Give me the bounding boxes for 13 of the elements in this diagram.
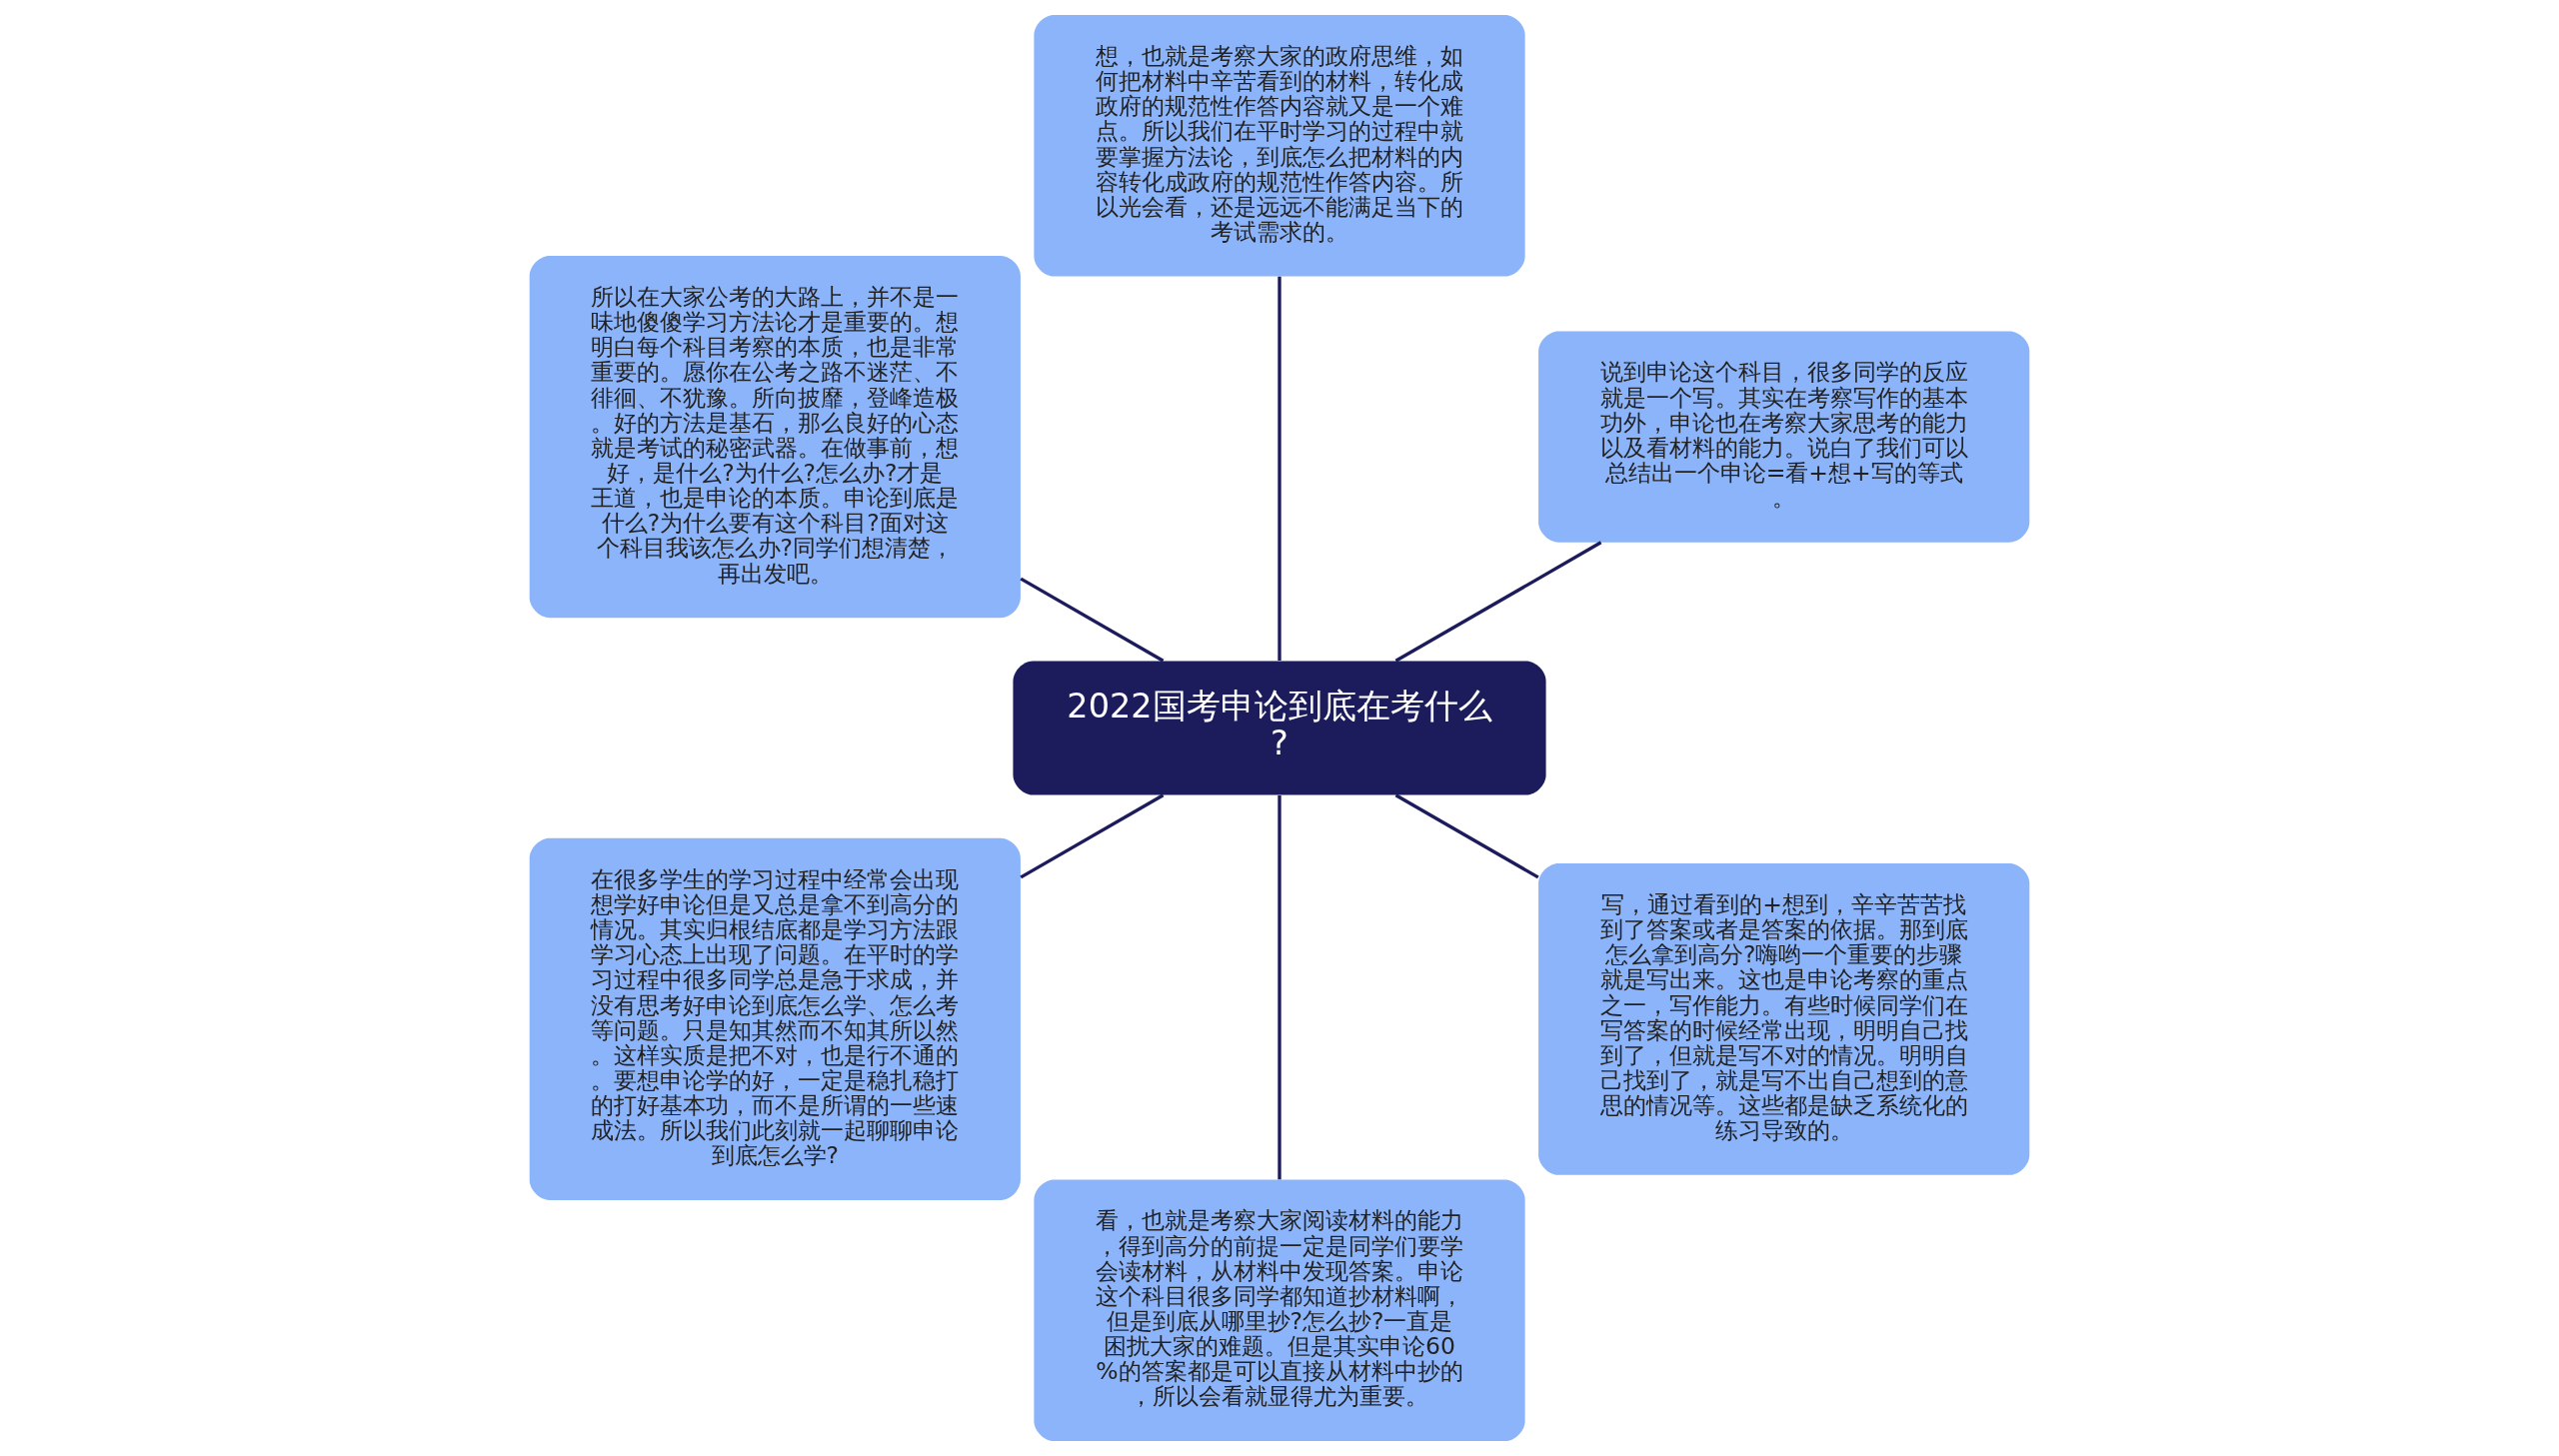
connector bbox=[1278, 276, 1281, 662]
node-box: 2022国考申论到底在考什么? bbox=[1013, 661, 1546, 795]
connector bbox=[1394, 541, 1602, 663]
node-box: 在很多学生的学习过程中经常会出现想学好申论但是又总是拿不到高分的情况。其实归根结底都是学习方法跟学习心态上出现了问题。在平时的学习过程中很多同学总是急于求成，并没有思考好申论到底怎么学、怎么考等问题。只是知其然而不知其所以然。这样实质是把不对，也是行不通的。要想申论学的好，一定是稳扎稳打的打好基本功，而不是所谓的一些速成法。所以我们此刻就一起聊聊申论到底怎么学? bbox=[529, 837, 1021, 1200]
node-box: 想，也就是考察大家的政府思维，如何把材料中辛苦看到的材料，转化成政府的规范性作答内容就又是一个难点。所以我们在平时学习的过程中就要掌握方法论，到底怎么把材料的内容转化成政府的规范性作答内容。所以光会看，还是远远不能满足当下的考试需求的。 bbox=[1034, 14, 1525, 277]
node-box: 说到申论这个科目，很多同学的反应就是一个写。其实在考察写作的基本功外，申论也在考察大家思考的能力以及看材料的能力。说白了我们可以总结出一个申论=看+想+写的等式。 bbox=[1538, 331, 2030, 543]
connector bbox=[1020, 577, 1165, 663]
connector bbox=[1278, 794, 1281, 1180]
node-box: 所以在大家公考的大路上，并不是一味地傻傻学习方法论才是重要的。想明白每个科目考察的本质，也是非常重要的。愿你在公考之路不迷茫、不徘徊、不犹豫。所向披靡，登峰造极。好的方法是基石，那么良好的心态就是考试的秘密武器。在做事前，想好，是什么?为什么?怎么办?才是王道，也是申论的本质。申论到底是什么?为什么要有这个科目?面对这个科目我该怎么办?同学们想清楚，再出发吧。 bbox=[529, 256, 1021, 619]
node-box: 写，通过看到的+想到，辛辛苦苦找到了答案或者是答案的依据。那到底怎么拿到高分?嗨哟一个重要的步骤就是写出来。这也是申论考察的重点之一，写作能力。有些时候同学们在写答案的时候经常出现，明明自己找到了，但就是写不对的情况。明明自己找到了，就是写不出自己想到的意思的情况等。这些都是缺乏系统化的练习导致的。 bbox=[1538, 862, 2030, 1175]
connector bbox=[1394, 793, 1539, 879]
connector bbox=[1020, 793, 1165, 879]
node-box: 看，也就是考察大家阅读材料的能力，得到高分的前提一定是同学们要学会读材料，从材料中发现答案。申论这个科目很多同学都知道抄材料啊，但是到底从哪里抄?怎么抄?一直是困扰大家的难题。但是其实申论60%的答案都是可以直接从材料中抄的，所以会看就显得尤为重要。 bbox=[1034, 1179, 1525, 1442]
